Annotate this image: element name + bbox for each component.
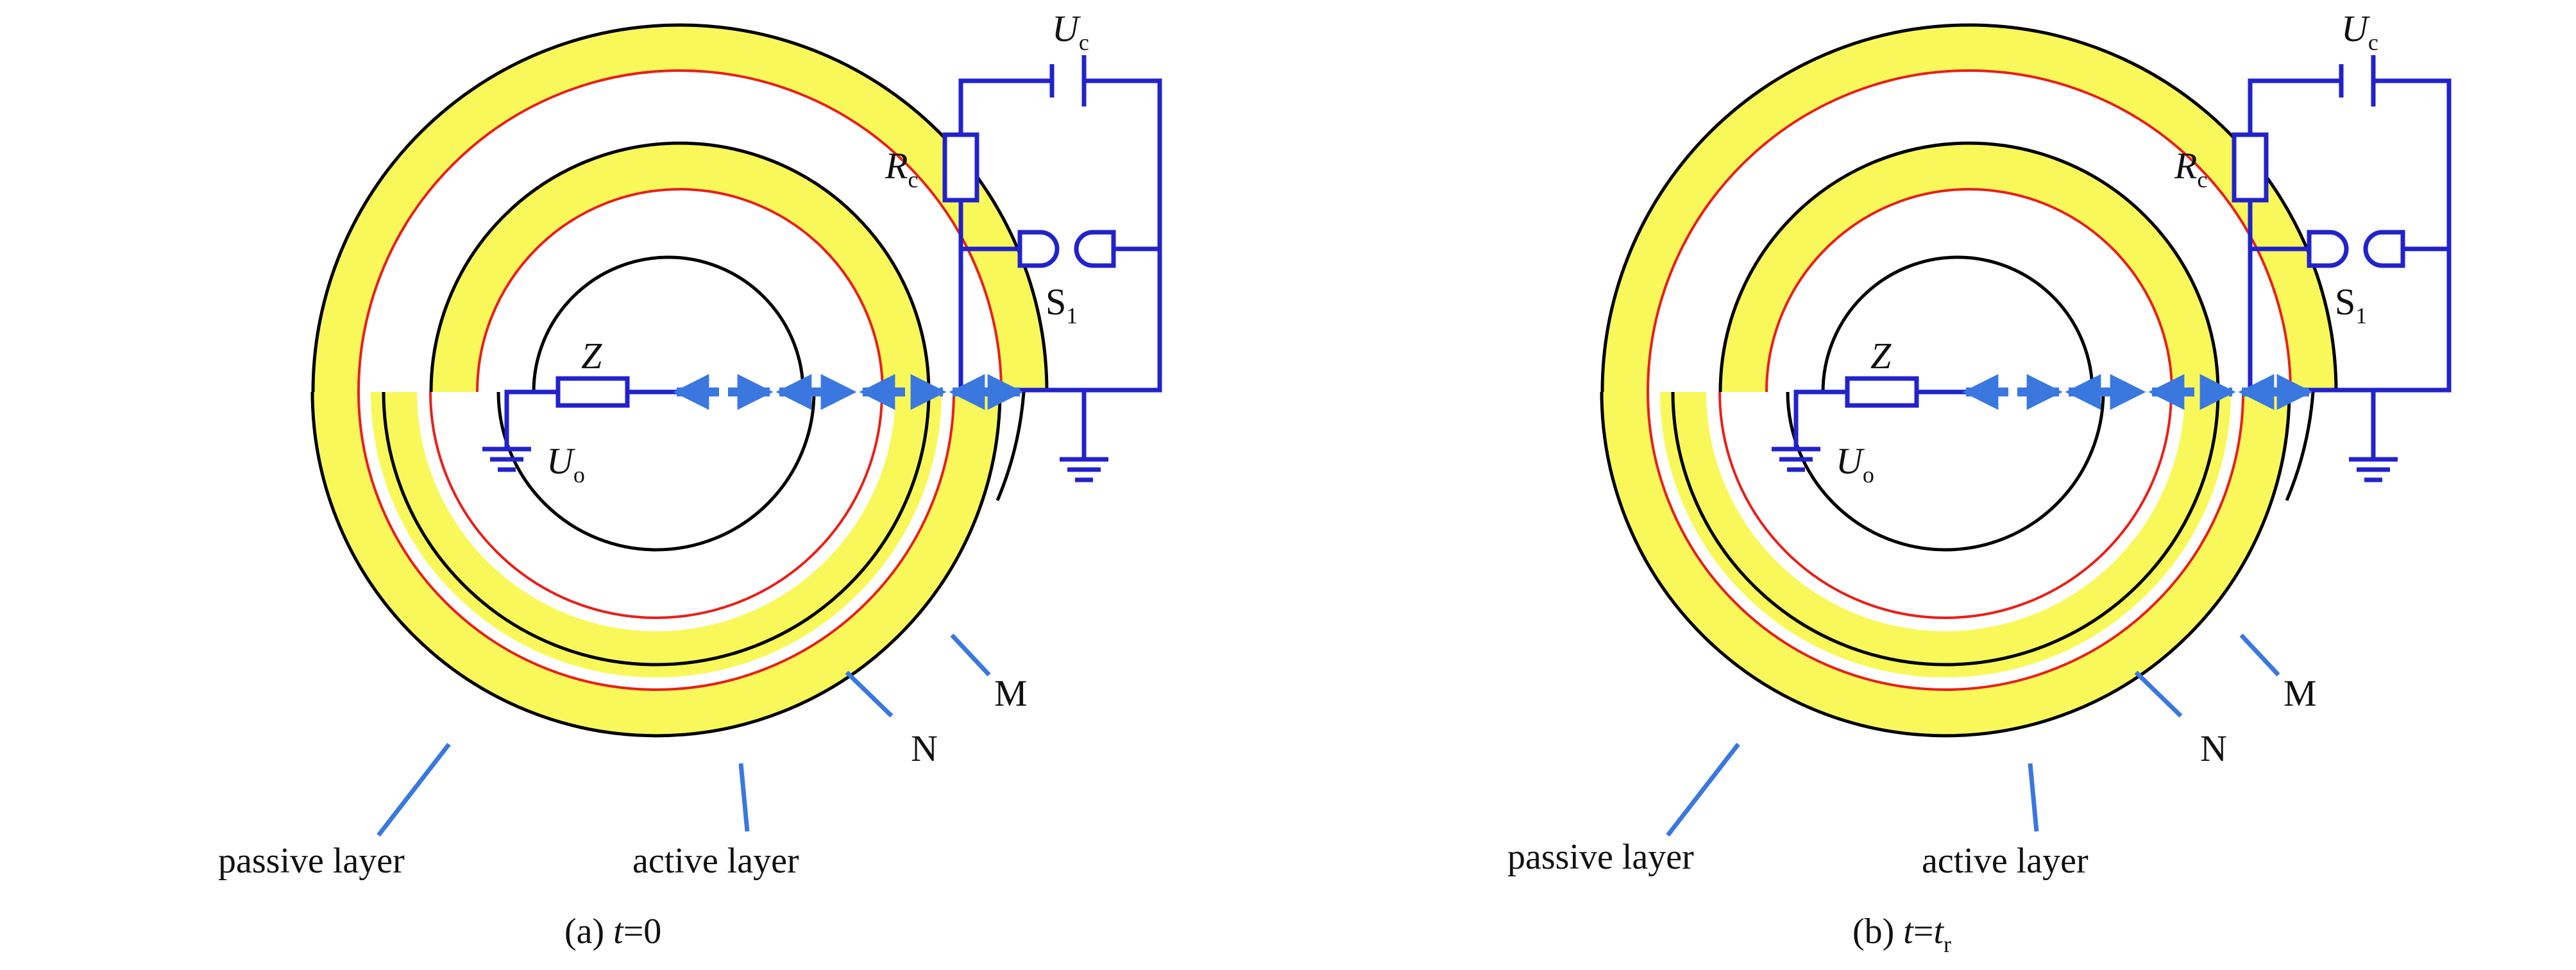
leader-m bbox=[950, 633, 991, 677]
switch-s1 bbox=[2307, 230, 2405, 268]
passive-boundary bbox=[496, 391, 816, 552]
passive-boundary bbox=[532, 255, 805, 393]
active-band bbox=[431, 143, 929, 393]
ground-symbol-right bbox=[2349, 457, 2398, 482]
passive-boundary bbox=[1786, 391, 2105, 552]
leader-lines bbox=[1666, 633, 2280, 837]
spiral-winding bbox=[1600, 23, 2338, 738]
active-band bbox=[312, 391, 1000, 736]
load-z bbox=[1845, 376, 1919, 408]
label-n: N bbox=[2200, 728, 2227, 769]
spiral-tail bbox=[2285, 391, 2315, 501]
leader-active bbox=[738, 763, 750, 832]
external-circuit bbox=[504, 78, 1162, 459]
passive-boundary bbox=[382, 391, 931, 667]
passive-boundary bbox=[429, 141, 931, 393]
label-active-layer: active layer bbox=[632, 841, 799, 881]
ground-symbol-left bbox=[1772, 447, 1820, 472]
active-band bbox=[371, 391, 942, 677]
ground-symbol-left bbox=[482, 447, 531, 472]
label-passive-layer: passive layer bbox=[1507, 837, 1694, 877]
passive-boundary bbox=[1600, 391, 2291, 738]
active-boundary bbox=[1718, 391, 2173, 619]
active-boundary bbox=[1647, 391, 2244, 691]
spiral-winding bbox=[310, 23, 1049, 738]
active-boundary bbox=[1765, 188, 2173, 393]
leader-lines bbox=[377, 633, 991, 837]
label-uo: Uo bbox=[547, 440, 585, 488]
switch-s1 bbox=[1017, 230, 1116, 268]
label-s1: S1 bbox=[1046, 281, 1078, 328]
label-rc: Rc bbox=[885, 145, 918, 192]
label-n: N bbox=[911, 728, 938, 769]
label-m: M bbox=[994, 672, 1028, 714]
leader-m bbox=[2239, 633, 2280, 677]
resistor-rc bbox=[942, 132, 979, 203]
active-boundary bbox=[476, 188, 884, 393]
label-passive-layer: passive layer bbox=[218, 841, 405, 881]
active-boundary bbox=[357, 391, 955, 691]
leader-active bbox=[2028, 763, 2039, 832]
spiral-tail bbox=[996, 391, 1026, 501]
resistor-rc bbox=[2232, 132, 2269, 203]
active-band bbox=[1602, 24, 2337, 393]
voltage-source-uc bbox=[1049, 55, 1087, 106]
passive-boundary bbox=[1821, 255, 2094, 393]
label-active-layer: active layer bbox=[1922, 841, 2089, 881]
active-band bbox=[1720, 143, 2218, 393]
leader-n bbox=[2134, 670, 2183, 718]
passive-boundary bbox=[1718, 141, 2220, 393]
label-rc: Rc bbox=[2174, 145, 2207, 192]
caption-a: (a) t=0 bbox=[564, 912, 661, 951]
leader-passive bbox=[1666, 742, 1740, 837]
leader-n bbox=[845, 670, 894, 718]
load-z bbox=[555, 376, 630, 408]
active-band bbox=[312, 24, 1047, 393]
passive-boundary bbox=[310, 391, 1002, 738]
passive-boundary bbox=[1600, 23, 2338, 393]
leader-passive bbox=[377, 742, 451, 837]
passive-boundary bbox=[1671, 391, 2220, 667]
label-uc: Uc bbox=[1052, 8, 1089, 55]
passive-boundary bbox=[311, 23, 1049, 393]
panel-b: Uc Rc S1 Z Uo M N passive layer active l… bbox=[1507, 8, 2452, 957]
label-z: Z bbox=[581, 335, 602, 377]
label-z: Z bbox=[1870, 335, 1892, 377]
voltage-source-uc bbox=[2339, 55, 2376, 106]
label-m: M bbox=[2284, 672, 2317, 714]
active-band bbox=[1660, 391, 2231, 677]
label-s1: S1 bbox=[2335, 281, 2367, 328]
caption-b: (b) t=tr bbox=[1852, 912, 1951, 957]
label-uc: Uc bbox=[2341, 8, 2378, 55]
ground-symbol-right bbox=[1060, 457, 1108, 482]
active-band bbox=[1602, 391, 2289, 736]
label-uo: Uo bbox=[1836, 440, 1874, 488]
panel-a: Uc Rc S1 Z Uo M N passive layer active l… bbox=[218, 8, 1162, 951]
active-boundary bbox=[429, 391, 883, 619]
